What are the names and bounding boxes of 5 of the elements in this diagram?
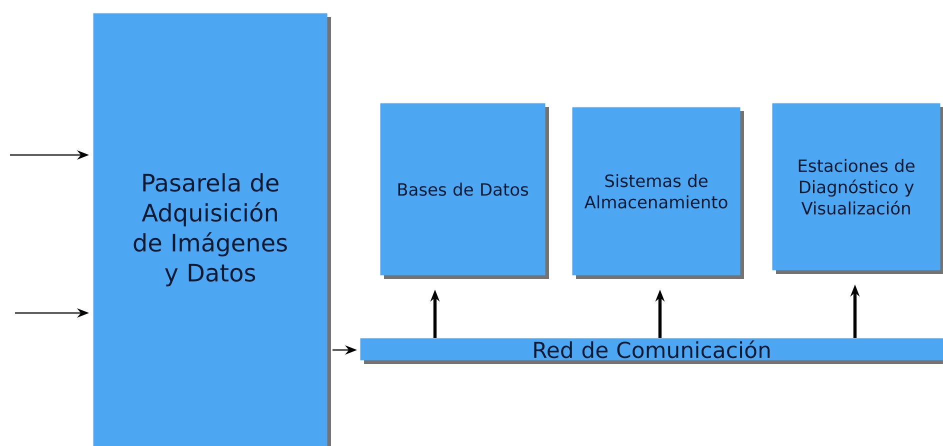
process-box: Bases de Datos [380,103,549,279]
process-box: Pasarela de Adquisición de Imágenes y Datos [93,13,331,446]
process-box: Sistemas de Almacenamiento [572,107,744,279]
process-box: Estaciones de Diagnóstico y Visualización [772,103,943,274]
network-bar: Red de Comunicación [360,338,943,364]
